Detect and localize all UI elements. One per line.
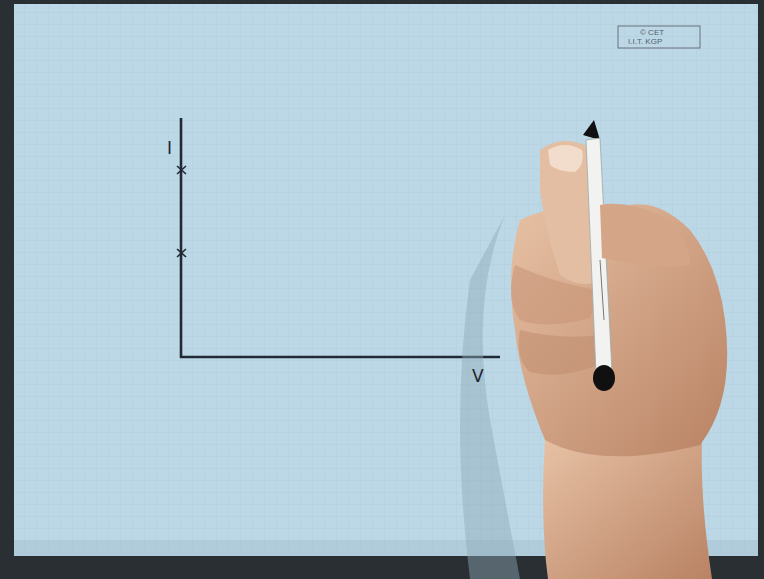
index-finger (600, 204, 690, 267)
pen-tip (583, 120, 600, 140)
watermark: I.I.T. KGP (628, 37, 662, 46)
axis-label: I (167, 138, 172, 158)
watermark: © CET (640, 28, 664, 37)
axis-mark (177, 249, 186, 257)
current-axis (180, 118, 183, 358)
axis-label: V (472, 366, 484, 386)
pen-cap (593, 365, 615, 391)
finger (519, 330, 600, 375)
pen-print (600, 260, 604, 320)
wrist (543, 440, 712, 579)
palm (511, 204, 727, 456)
voltage-axis (180, 356, 500, 359)
watermark-box (618, 26, 700, 48)
hand-shadow (460, 215, 520, 579)
thumbnail (548, 145, 583, 172)
axis-mark (177, 166, 186, 174)
